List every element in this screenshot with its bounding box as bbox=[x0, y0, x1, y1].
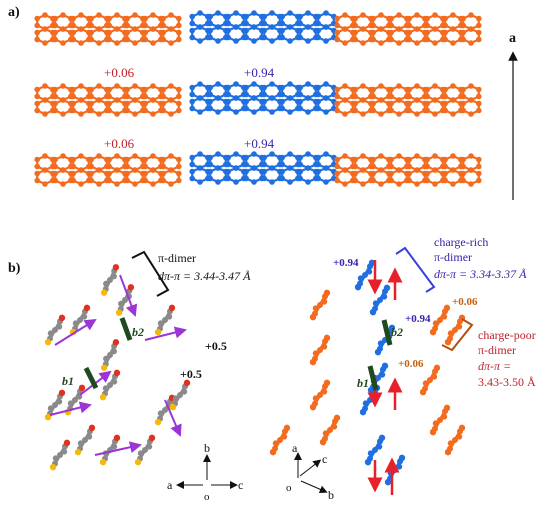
panel-b-label: b) bbox=[8, 261, 21, 276]
right-axis-right: b bbox=[328, 488, 334, 502]
right-axes bbox=[294, 452, 328, 494]
left-charge-1: +0.5 bbox=[205, 339, 227, 353]
molecule-stack bbox=[334, 153, 482, 187]
right-rich-bracket bbox=[395, 246, 436, 293]
gray-molecule bbox=[99, 369, 121, 401]
transfer-arrow bbox=[119, 274, 138, 317]
panel-a-axis-label: a bbox=[509, 31, 516, 46]
left-axes bbox=[176, 454, 238, 489]
orange-molecule bbox=[444, 424, 466, 456]
molecule-stack bbox=[189, 81, 337, 115]
right-b2-contact bbox=[381, 319, 393, 346]
right-orange-top: +0.06 bbox=[452, 296, 478, 308]
right-b1-label: b1 bbox=[357, 376, 369, 390]
blue-molecule bbox=[369, 284, 391, 316]
b1-contact bbox=[83, 366, 99, 390]
left-dimer-title: π-dimer bbox=[158, 251, 196, 265]
right-axis-origin: o bbox=[286, 482, 292, 494]
left-dimer-bracket bbox=[131, 250, 170, 297]
right-orange-mid: +0.06 bbox=[398, 358, 424, 370]
gray-molecule bbox=[154, 304, 176, 336]
molecule-stack bbox=[34, 83, 182, 117]
right-rich-line2: π-dimer bbox=[434, 250, 472, 264]
right-charge-top: +0.94 bbox=[333, 257, 359, 269]
gray-molecule bbox=[49, 439, 71, 471]
left-axis-right: c bbox=[238, 478, 243, 492]
right-rich-line3: dπ-π = 3.34-3.37 Å bbox=[434, 267, 527, 281]
right-rich-line1: charge-rich bbox=[434, 235, 488, 249]
molecule-stack bbox=[334, 83, 482, 117]
charge-label-blue-1: +0.94 bbox=[244, 65, 275, 80]
transfer-arrow bbox=[94, 441, 142, 456]
panel-a-molecular-stacks bbox=[34, 10, 482, 187]
gray-molecule bbox=[74, 424, 96, 456]
left-axis-left: a bbox=[167, 478, 173, 492]
right-b1-contact bbox=[367, 365, 379, 391]
orange-molecule bbox=[319, 414, 341, 446]
right-poor-line2: π-dimer bbox=[478, 343, 516, 357]
molecule-stack bbox=[34, 153, 182, 187]
gray-molecule bbox=[169, 379, 191, 411]
gray-molecule bbox=[44, 389, 66, 421]
transfer-arrow bbox=[144, 326, 187, 341]
right-poor-line4: 3.43-3.50 Å bbox=[478, 375, 536, 389]
orange-molecule bbox=[269, 424, 291, 456]
blue-molecule bbox=[384, 454, 406, 486]
right-charge-mid: +0.94 bbox=[405, 313, 431, 325]
orange-molecule bbox=[309, 379, 331, 411]
orange-molecule bbox=[309, 289, 331, 321]
panel-b-right-packing bbox=[269, 259, 466, 495]
orange-molecule bbox=[429, 404, 451, 436]
transfer-arrow bbox=[54, 318, 97, 346]
molecule-stack bbox=[189, 10, 337, 44]
left-dimer-distance: dπ-π = 3.44-3.47 Å bbox=[158, 269, 251, 283]
transfer-arrow bbox=[164, 399, 182, 437]
left-axis-up: b bbox=[204, 441, 210, 455]
right-poor-line3: dπ-π = bbox=[478, 359, 511, 373]
right-axis-diag: c bbox=[322, 452, 327, 466]
gray-molecule bbox=[100, 339, 120, 371]
panel-a-label: a) bbox=[8, 5, 20, 20]
orange-molecule bbox=[444, 314, 466, 346]
left-charge-2: +0.5 bbox=[180, 367, 202, 381]
left-b2-label: b2 bbox=[132, 325, 144, 339]
gray-molecule bbox=[115, 284, 135, 316]
charge-label-orange-1: +0.06 bbox=[104, 65, 135, 80]
gray-molecule bbox=[100, 264, 120, 296]
blue-molecule bbox=[364, 434, 386, 466]
left-axis-origin: o bbox=[204, 491, 210, 503]
right-axis-up: a bbox=[292, 441, 298, 455]
right-poor-line1: charge-poor bbox=[478, 328, 536, 342]
panel-a-axis: a bbox=[508, 31, 518, 200]
panel-b-left-packing bbox=[44, 264, 191, 471]
molecule-stack bbox=[334, 12, 482, 46]
orange-molecule bbox=[309, 334, 331, 366]
left-b1-label: b1 bbox=[62, 374, 74, 388]
molecule-stack bbox=[34, 12, 182, 46]
right-b2-label: b2 bbox=[391, 325, 403, 339]
charge-label-blue-2: +0.94 bbox=[244, 136, 275, 151]
transfer-arrow bbox=[49, 401, 92, 416]
b2-contact bbox=[119, 317, 133, 341]
gray-molecule bbox=[69, 304, 91, 336]
charge-label-orange-2: +0.06 bbox=[104, 136, 135, 151]
orange-molecule bbox=[429, 304, 451, 336]
molecule-stack bbox=[189, 151, 337, 185]
right-poor-bracket bbox=[441, 318, 474, 352]
gray-molecule bbox=[44, 314, 66, 346]
blue-molecule bbox=[354, 259, 376, 291]
orange-molecule bbox=[419, 364, 441, 396]
gray-molecule bbox=[134, 434, 156, 466]
